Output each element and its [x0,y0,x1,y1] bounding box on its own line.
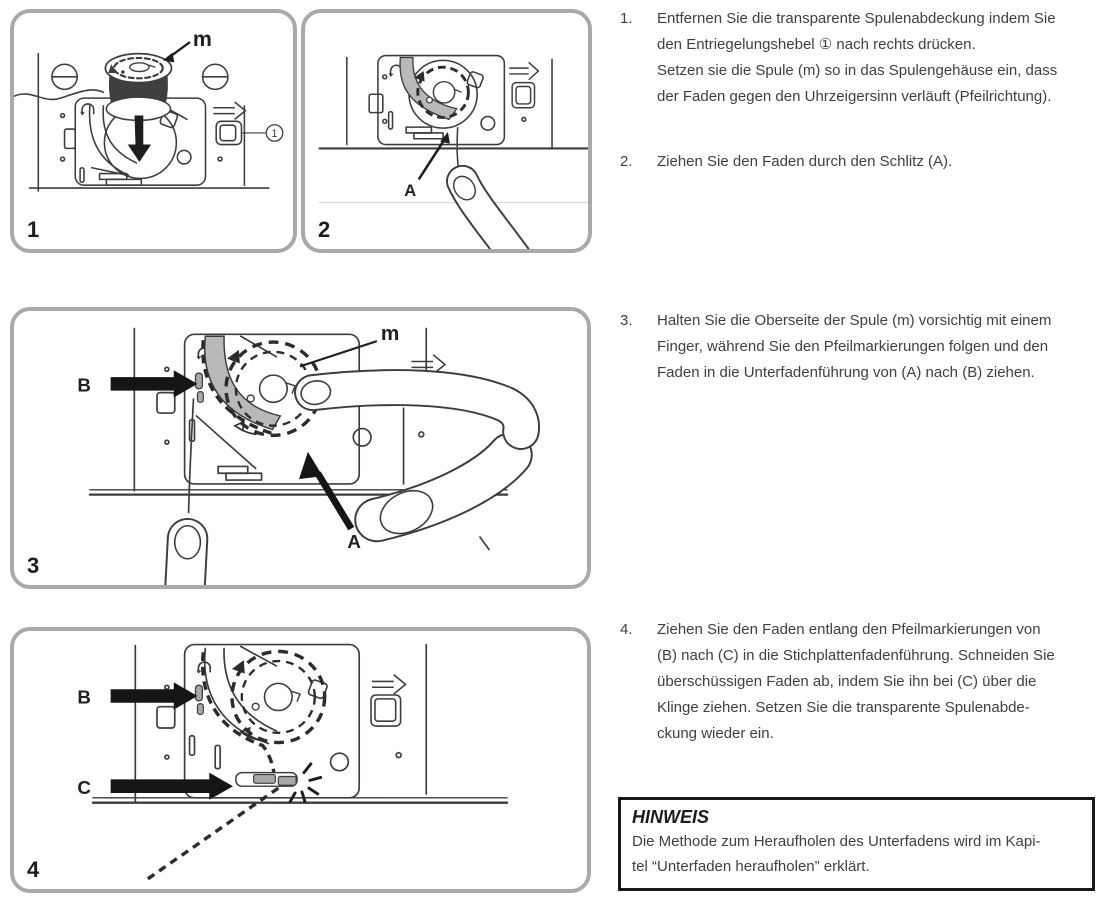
fingernail-icon [379,489,434,535]
diagram-panel-guide-a-to-b: B A m 3 [10,307,591,589]
bobbin-callout: m [162,27,212,63]
cutter-c-callout: C [77,772,233,800]
bobbin-label: m [381,322,399,345]
diagram-panel-insert-bobbin: 1 m 1 [10,9,297,253]
bobbin-callout: m [299,322,399,368]
step-number: 1. [620,10,633,27]
step-number: 3. [620,312,633,329]
panel-number: 2 [318,217,331,242]
finger-icon [446,164,530,249]
bobbin-icon [104,52,173,122]
note-title: HINWEIS [632,807,710,827]
diagram-panel-slit-a: A 2 [301,9,592,253]
guide-thread-diagram: B A m [77,322,540,585]
machine-body [14,52,270,192]
step-text: Halten Sie die Oberseite der Spule (m) v… [657,312,1052,381]
step-number: 4. [620,621,633,638]
thread-path-dashed [201,652,277,775]
panel-number: 3 [27,553,40,578]
slit-callout: A [404,131,450,200]
finger-holding-thread-icon [164,517,209,585]
lever-number-label: 1 [272,128,278,140]
fingernail-icon [173,524,202,560]
counterclockwise-arrow-icon [413,71,425,82]
diagram-panel-guide-b-to-c: B C 4 [10,627,591,893]
bobbin-label: m [193,27,212,51]
step-text: Ziehen Sie den Faden durch den Schlitz (… [657,153,953,170]
insert-direction-arrow [127,115,152,162]
blade-cut-burst-icon [288,762,323,804]
cutter-c-label: C [77,777,91,798]
machine-body [91,643,509,804]
slit-a-callout: A [299,451,361,552]
insert-bobbin-diagram: 1 m [14,27,284,192]
guide-b-label: B [77,375,91,396]
release-button [370,674,407,727]
slit-label: A [404,182,416,200]
fingernail-icon [452,175,476,201]
thread-line [187,398,195,514]
slit-a-diagram: A [318,54,588,249]
guide-b-callout: B [77,682,198,710]
slit-a-label: A [347,531,361,552]
bobbin-icon [413,65,470,119]
slide-right-arrow-icon [213,101,247,120]
thread-channel [203,335,282,431]
thread-channel [399,56,458,121]
counterclockwise-arrow-icon [227,349,240,364]
step-text: Entfernen Sie die transparente Spulenabd… [657,10,1058,105]
counterclockwise-arrow-icon [231,660,245,674]
guide-b-label: B [77,687,91,708]
bobbin-icon [230,649,327,745]
guide-b-callout: B [77,370,198,398]
fingernail-icon [300,380,332,406]
cutter-c-slot [235,771,298,787]
slide-right-arrow-icon [372,674,407,695]
guide-b-slot [194,684,204,715]
note-text: Die Methode zum Heraufholen des Unterfad… [632,833,1041,875]
hinweis-note-box: HINWEIS Die Methode zum Heraufholen des … [618,797,1095,891]
thread-cut-diagram: B C [77,643,509,881]
lever-callout: 1 [241,124,284,142]
panel-number: 1 [27,217,40,242]
slide-right-arrow-icon [509,61,540,81]
release-button [213,101,247,146]
machine-body [88,327,509,496]
step-number: 2. [620,153,633,170]
release-button [509,61,540,109]
step-text: Ziehen Sie den Faden entlang den Pfeilma… [657,621,1055,742]
hand-icon [294,369,540,551]
guide-b-slot [194,372,204,403]
panel-number: 4 [27,857,40,882]
